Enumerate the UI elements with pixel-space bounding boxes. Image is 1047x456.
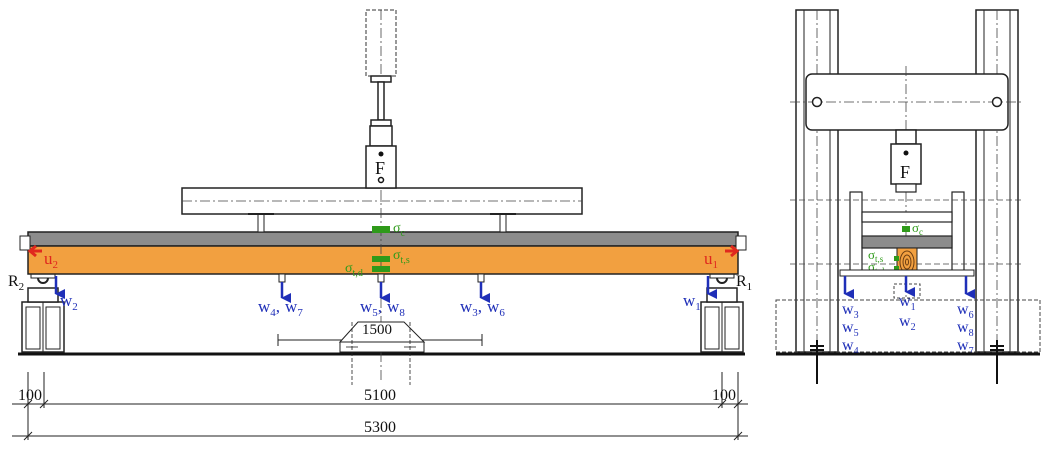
left-sigma-c-label: σc [393, 221, 406, 239]
left-sigma-ts-label: σt,s [393, 248, 410, 266]
deflection-w1-label: w1 [683, 291, 701, 313]
right-w4-label: w4 [842, 337, 859, 357]
deflection-w5-w8-label: w5,w8 [360, 297, 405, 319]
deflection-w2-label: w2 [60, 291, 78, 313]
slip-u1-label: u1 [704, 249, 718, 271]
load-actuator [365, 9, 397, 380]
arrow-right-icon [725, 244, 740, 258]
right-w2-label: w2 [899, 313, 916, 333]
right-sigma-ts-label: σt,s [868, 247, 884, 264]
base-dashed-outline [775, 299, 1041, 353]
gauge-sigma-c-left [372, 226, 390, 233]
gauge-sigma-ts-left [372, 256, 390, 262]
dim-total: 5300 [364, 419, 396, 436]
end-block-right [735, 235, 747, 251]
concrete-slab [27, 231, 739, 247]
right-concrete-slab [861, 235, 953, 249]
slip-u2-label: u2 [44, 249, 58, 271]
end-block-left [19, 235, 31, 251]
deflection-w3-w6-label: w3,w6 [460, 297, 505, 319]
left-force-label: F [375, 158, 385, 178]
reaction-r1-label: R1 [736, 273, 752, 293]
dim-support-left: 100 [18, 387, 42, 404]
left-sigma-td-label: σt,d [345, 261, 363, 279]
gauge-sigma-td-left [372, 266, 390, 272]
gauge-sigma-ts-right [894, 256, 899, 261]
reaction-r2-label: R2 [8, 273, 24, 293]
gauge-sigma-c-right [902, 226, 910, 232]
transducer-frame [277, 321, 483, 385]
right-w6-label: w6 [957, 301, 974, 321]
dimension-lines [12, 372, 748, 441]
right-spreader-beam [861, 211, 953, 223]
right-w1-label: w1 [899, 293, 916, 313]
dim-span: 5100 [364, 387, 396, 404]
deflection-w4-w7-label: w4,w7 [258, 297, 303, 319]
right-force-label: F [900, 162, 910, 182]
left-elevation-view: F σc σt,s σt,d u2 u1 R2 R1 w2 w1 w4,w7 w… [8, 9, 752, 441]
left-support [21, 271, 65, 353]
right-cross-section-view: F σc σt,s σt,d w3 w5 w4 w1 w2 [775, 9, 1041, 384]
right-w3-label: w3 [842, 301, 859, 321]
right-sigma-c-label: σc [912, 220, 923, 237]
dim-load-spacing: 1500 [362, 322, 392, 338]
dim-support-right: 100 [712, 387, 736, 404]
gauge-sigma-td-right [894, 266, 899, 271]
arrow-left-icon [27, 244, 42, 258]
right-w8-label: w8 [957, 319, 974, 339]
right-w5-label: w5 [842, 319, 859, 339]
anchor-bolts [810, 340, 1004, 384]
right-w7-label: w7 [957, 337, 974, 357]
